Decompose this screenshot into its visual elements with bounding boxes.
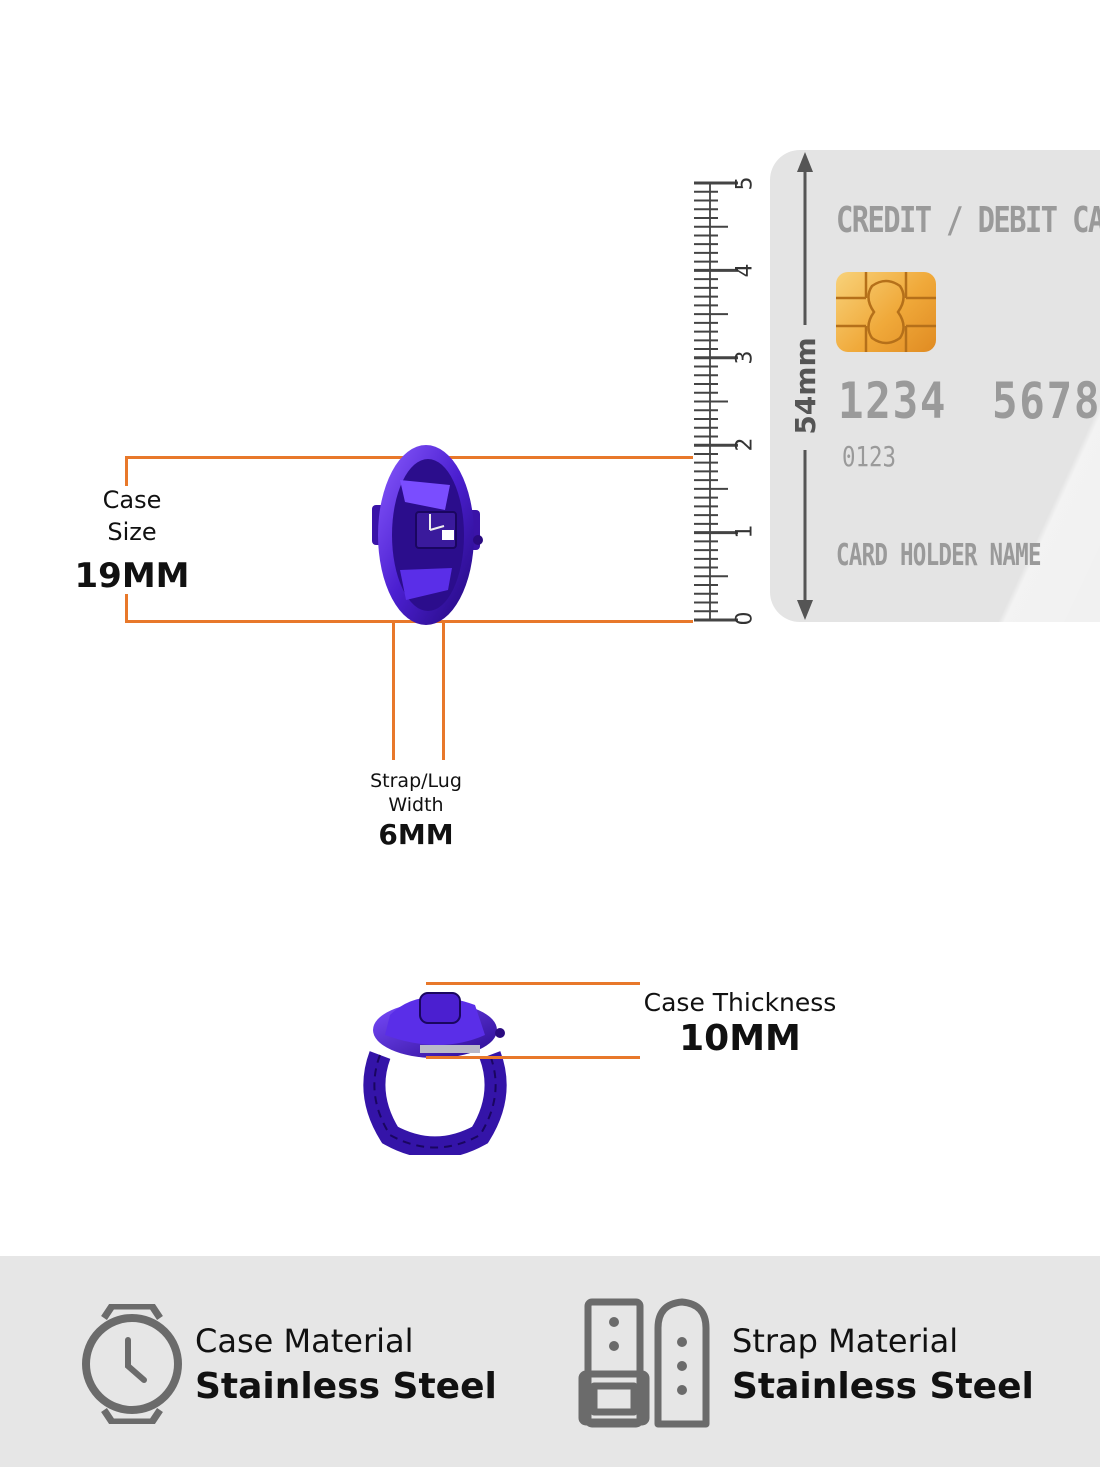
strap-width-right-line <box>442 622 445 760</box>
strap-width-left-line <box>392 622 395 760</box>
case-thickness-bottom-line <box>426 1056 640 1059</box>
chip-icon <box>836 272 936 352</box>
case-size-value: 19MM <box>74 556 190 596</box>
strap-width-label-line1: Strap/Lug <box>370 770 462 792</box>
strap-width-label-line2: Width <box>388 794 444 816</box>
ruler-label-5: 5 <box>732 176 758 191</box>
strap-material-title: Strap Material <box>732 1322 959 1360</box>
case-thickness-value: 10MM <box>679 1018 801 1059</box>
ruler-label-3: 3 <box>732 350 758 365</box>
case-thickness-label: Case Thickness <box>643 988 837 1017</box>
strap-width-value: 6MM <box>378 818 454 851</box>
case-thickness-top-line <box>426 982 640 985</box>
materials-strip: Case Material Stainless Steel Strap Mate… <box>0 1256 1100 1467</box>
ruler-label-0: 0 <box>732 611 758 626</box>
strap-material-value: Stainless Steel <box>732 1366 1034 1407</box>
case-material-value: Stainless Steel <box>195 1366 497 1407</box>
card-small-number: 0123 <box>842 440 896 473</box>
card-holder-name: CARD HOLDER NAME <box>836 538 1041 573</box>
case-size-bottom-line <box>125 620 693 623</box>
ruler-label-4: 4 <box>732 263 758 278</box>
card-shine <box>970 150 1100 622</box>
case-size-bracket-top <box>125 456 128 486</box>
watch-side-image <box>363 992 507 1155</box>
case-size-bracket-bottom <box>125 594 128 623</box>
card-height-arrow <box>797 152 813 620</box>
ruler <box>694 181 738 622</box>
reference-card: CREDIT / DEBIT CARD 1234 5678 0123 CARD … <box>770 150 1100 622</box>
watch-front-image <box>372 445 483 625</box>
case-size-label-line2: Size <box>107 518 157 546</box>
case-material-title: Case Material <box>195 1322 414 1360</box>
card-number-part2: 5678 <box>992 372 1100 430</box>
card-height-label: 54mm <box>789 337 822 435</box>
card-title: CREDIT / DEBIT CARD <box>836 200 1100 241</box>
watch-icon <box>82 1304 182 1424</box>
strap-icon <box>578 1298 710 1428</box>
ruler-label-1: 1 <box>732 524 758 539</box>
ruler-label-2: 2 <box>732 437 758 452</box>
case-size-label-line1: Case <box>102 486 162 514</box>
card-number-part1: 1234 <box>838 372 948 430</box>
